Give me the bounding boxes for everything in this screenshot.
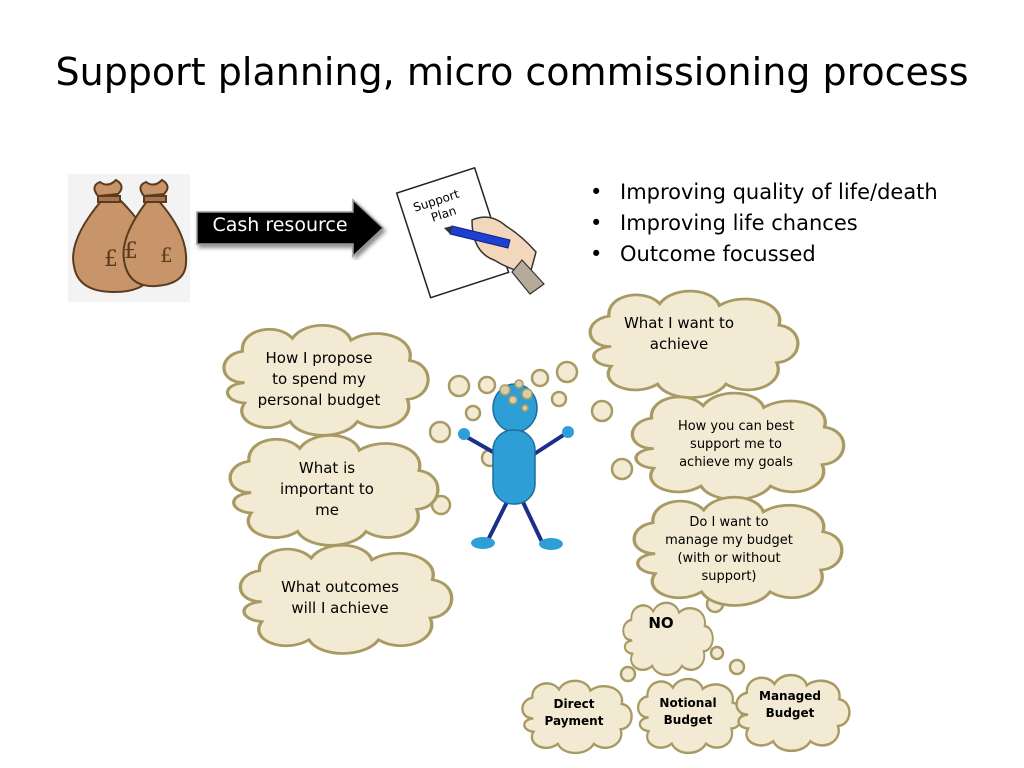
money-bags-icon: £ £ £ xyxy=(68,174,190,302)
cloud-notional-budget: Notional Budget xyxy=(632,674,748,756)
bullet-item: Improving life chances xyxy=(590,211,938,242)
cloud-text: How you can best support me to achieve m… xyxy=(677,418,795,471)
cloud-important-to-me: What is important to me xyxy=(218,428,450,550)
cloud-text: What is important to me xyxy=(280,458,374,519)
cloud-text: Do I want to manage my budget (with or w… xyxy=(665,514,793,585)
bullet-item: Improving quality of life/death xyxy=(590,180,938,211)
cloud-outcomes: What outcomes will I achieve xyxy=(228,538,464,658)
support-plan-document-icon: Support Plan xyxy=(395,166,545,299)
cloud-direct-payment: Direct Payment xyxy=(516,676,638,756)
slide-title: Support planning, micro commissioning pr… xyxy=(55,50,969,94)
goals-bullet-list: Improving quality of life/death Improvin… xyxy=(590,180,938,273)
cloud-text: What outcomes will I achieve xyxy=(281,578,399,617)
cloud-text: NO xyxy=(648,613,674,632)
cloud-manage-budget: Do I want to manage my budget (with or w… xyxy=(622,490,854,610)
cloud-managed-budget: Managed Budget xyxy=(730,670,856,754)
pound-symbol: £ xyxy=(160,243,173,267)
cash-resource-arrow xyxy=(196,198,385,258)
cloud-text: Notional Budget xyxy=(659,696,717,727)
bullet-item: Outcome focussed xyxy=(590,242,938,273)
thinking-person-figure xyxy=(458,379,574,550)
cloud-text: Managed Budget xyxy=(759,689,821,720)
cash-resource-label: Cash resource xyxy=(212,214,348,236)
cloud-best-support: How you can best support me to achieve m… xyxy=(620,386,856,504)
cloud-want-to-achieve: What I want to achieve xyxy=(578,284,810,402)
cloud-text: What I want to achieve xyxy=(623,314,735,353)
cloud-no: NO xyxy=(618,598,718,678)
pound-symbol: £ xyxy=(124,239,138,264)
cloud-spend-budget: How I propose to spend my personal budge… xyxy=(212,318,440,440)
cloud-text: Direct Payment xyxy=(544,697,604,728)
pound-symbol: £ xyxy=(104,247,118,272)
cloud-text: How I propose to spend my personal budge… xyxy=(257,348,381,409)
